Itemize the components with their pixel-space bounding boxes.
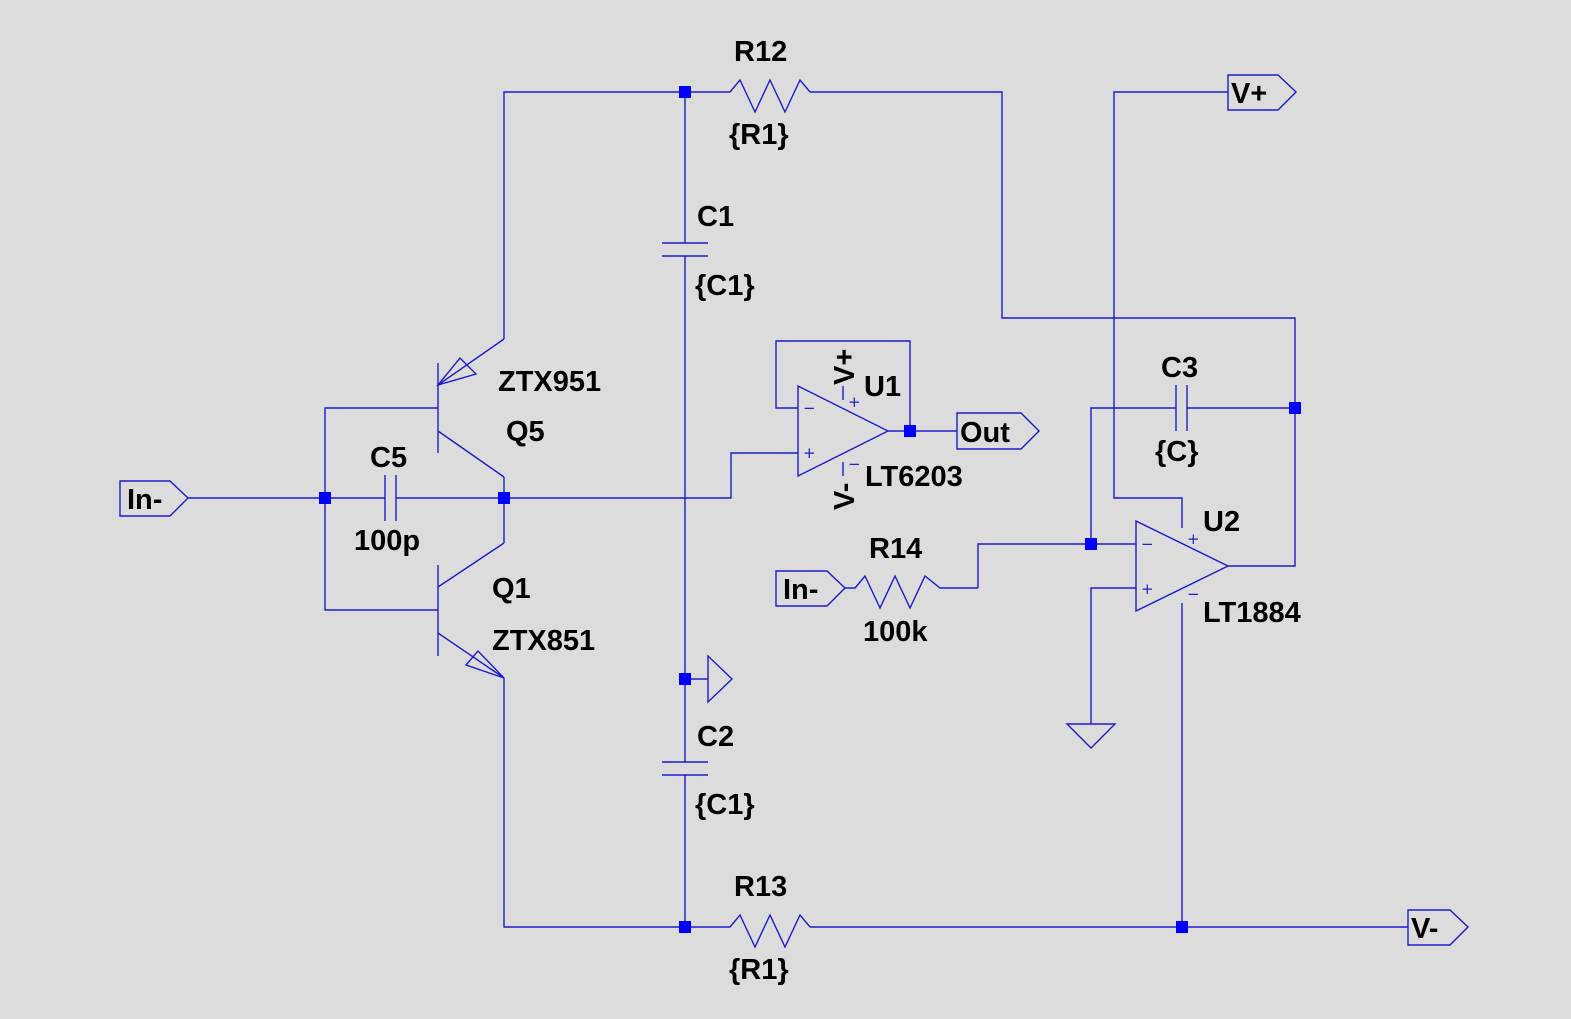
c1-ref-label: C1 xyxy=(697,201,734,233)
r12-resistor xyxy=(720,78,811,114)
q1-ref-label: Q1 xyxy=(492,573,531,605)
wire-c5-right xyxy=(396,452,798,499)
c5-value-label: 100p xyxy=(354,525,420,557)
c1-value-label: {C1} xyxy=(695,270,755,302)
c2-value-label: {C1} xyxy=(695,789,755,821)
u1-plus-sign: + xyxy=(803,444,816,462)
wire-r12-to-u2-feedback xyxy=(810,91,1296,567)
port-in-left-label: In- xyxy=(127,484,162,516)
r14-value-label: 100k xyxy=(863,616,928,648)
wire-u2-plus-gnd xyxy=(1090,587,1136,724)
q1-npn-transistor xyxy=(437,520,505,679)
wire-r14-to-u2 xyxy=(977,543,1091,588)
port-in-r14-label: In- xyxy=(783,574,818,606)
port-out-label: Out xyxy=(960,417,1010,449)
junction-dot xyxy=(1289,402,1301,414)
junction-dot xyxy=(1176,921,1188,933)
u1-minus-sign: − xyxy=(803,399,816,417)
junction-dot xyxy=(319,492,331,504)
ground-symbol-u2 xyxy=(1065,723,1117,749)
u1-ref-label: U1 xyxy=(864,371,901,403)
u2-supply-neg-sign: − xyxy=(1187,585,1200,603)
port-vminus-label: V- xyxy=(1411,913,1438,945)
c3-capacitor xyxy=(1175,385,1188,431)
port-in-left-flag xyxy=(119,480,190,517)
junction-dot xyxy=(679,673,691,685)
u2-minus-sign: − xyxy=(1141,535,1154,553)
junction-dot xyxy=(679,86,691,98)
r12-ref-label: R12 xyxy=(734,36,787,68)
junction-dot xyxy=(1085,538,1097,550)
port-in-r14-flag xyxy=(775,570,847,607)
r12-value-label: {R1} xyxy=(729,119,789,151)
port-out-flag xyxy=(956,412,1040,450)
wire-c3-left xyxy=(1090,407,1176,545)
wire-bottom-rail xyxy=(503,678,720,928)
port-vplus-flag xyxy=(1227,74,1298,111)
c3-ref-label: C3 xyxy=(1161,352,1198,384)
u2-supply-pos-sign: + xyxy=(1187,530,1200,548)
u1-model-label: LT6203 xyxy=(865,461,963,493)
port-vplus-label: V+ xyxy=(1231,78,1267,110)
u1-supply-neg-label: V- xyxy=(829,483,861,510)
u2-ref-label: U2 xyxy=(1203,506,1240,538)
c1-capacitor xyxy=(662,242,708,257)
junction-dot xyxy=(498,492,510,504)
wire-base-loop xyxy=(324,407,438,611)
u1-supply-pos-label: V+ xyxy=(829,349,861,385)
r14-ref-label: R14 xyxy=(869,533,922,565)
c5-ref-label: C5 xyxy=(370,442,407,474)
c2-ref-label: C2 xyxy=(697,721,734,753)
q5-pnp-transistor xyxy=(436,338,505,478)
junction-dot xyxy=(904,425,916,437)
wire-top-rail xyxy=(503,91,720,339)
wires xyxy=(188,91,1408,928)
r13-ref-label: R13 xyxy=(734,871,787,903)
q5-model-label: ZTX951 xyxy=(498,366,601,398)
u1-supply-neg-sign: − xyxy=(848,455,861,473)
r14-resistor xyxy=(845,574,978,610)
u1-opamp: − + + − xyxy=(797,384,890,478)
c5-capacitor xyxy=(384,475,397,521)
wire-u1-feedback xyxy=(775,340,911,431)
q5-ref-label: Q5 xyxy=(506,416,545,448)
c2-capacitor xyxy=(662,761,708,776)
u2-model-label: LT1884 xyxy=(1203,597,1301,629)
port-vminus-flag xyxy=(1407,909,1470,946)
ground-symbol-c-column xyxy=(707,654,734,704)
u2-opamp: − + + − xyxy=(1135,519,1230,613)
u1-supply-pos-sign: + xyxy=(848,393,861,411)
wire-vplus-rail xyxy=(1113,91,1228,528)
junctions xyxy=(319,86,1301,933)
c3-value-label: {C} xyxy=(1155,436,1199,468)
r13-resistor xyxy=(720,913,811,949)
labels: R12 {R1} R13 {R1} R14 100k C1 {C1} C2 {C… xyxy=(127,36,1438,986)
u2-plus-sign: + xyxy=(1141,580,1154,598)
r13-value-label: {R1} xyxy=(729,954,789,986)
q1-model-label: ZTX851 xyxy=(492,625,595,657)
junction-dot xyxy=(679,921,691,933)
